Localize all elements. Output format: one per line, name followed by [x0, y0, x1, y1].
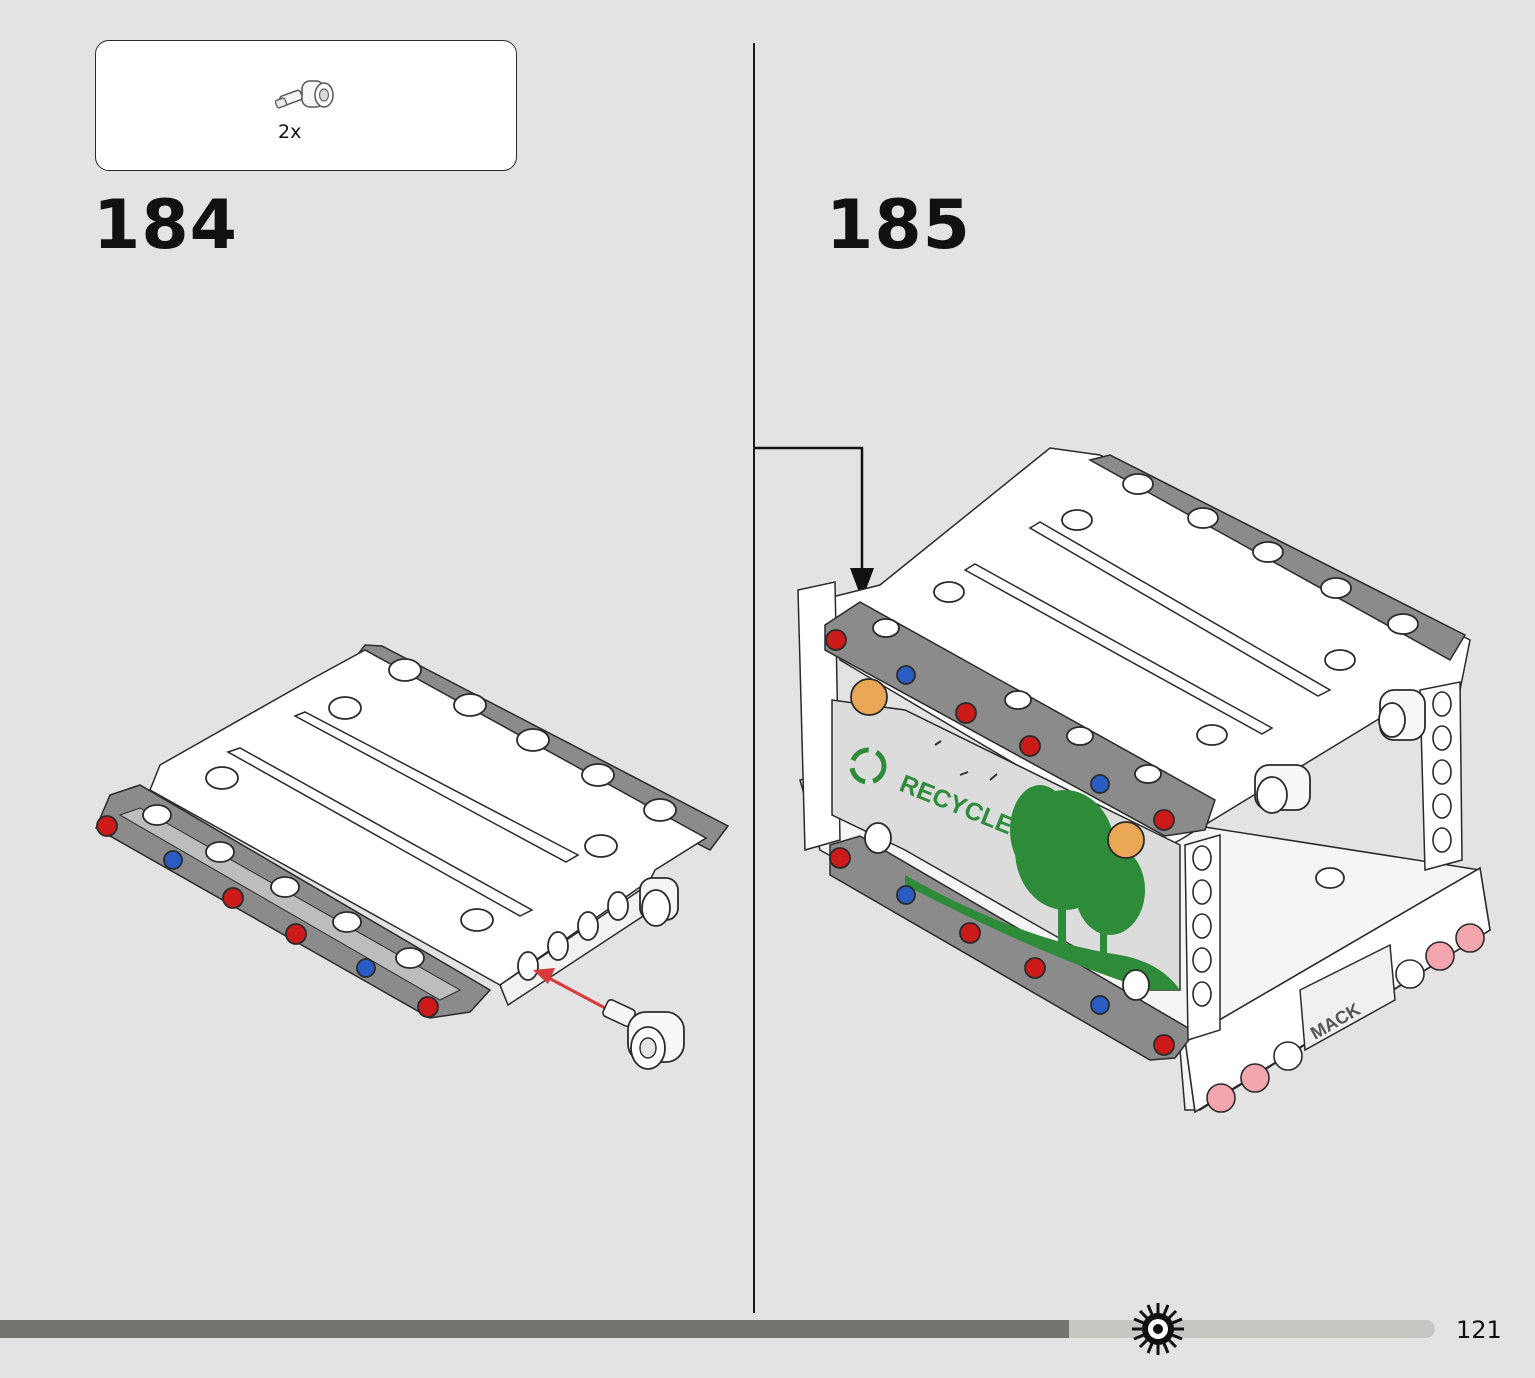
step-divider [753, 43, 755, 1313]
page-number: 121 [1456, 1316, 1502, 1344]
technic-pin-connector-icon [274, 80, 334, 109]
progress-bar-fill [0, 1320, 1070, 1338]
loose-connector-part [602, 999, 685, 1070]
gear-icon [1132, 1303, 1184, 1355]
step-number-185: 185 [826, 186, 971, 265]
parts-callout: 2x [95, 40, 517, 171]
step-number-184: 184 [93, 186, 238, 265]
step-184-assembly [95, 644, 730, 1070]
progress-bar [0, 1320, 1435, 1338]
part-quantity: 2x [278, 121, 302, 143]
step-185-assembly: RECYCLE MACK [797, 447, 1491, 1114]
